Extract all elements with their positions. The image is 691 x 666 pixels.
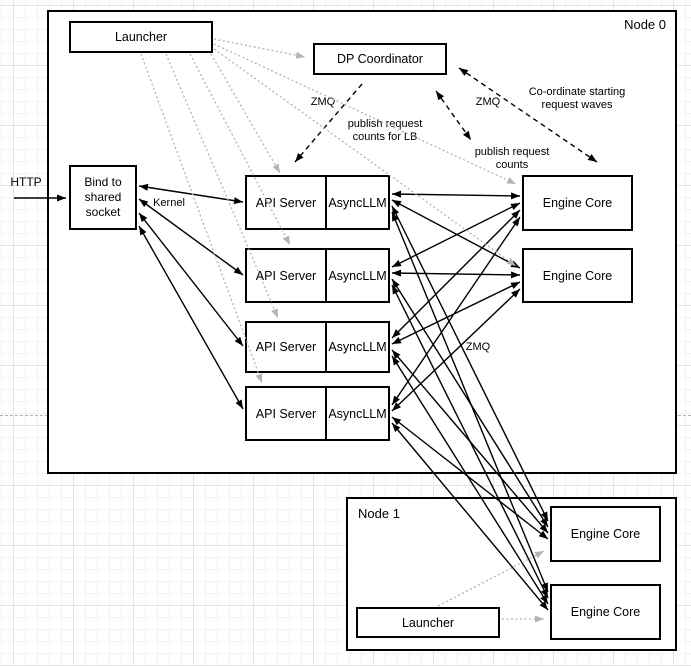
api-server-3: API Server — [255, 340, 317, 354]
api-server-row-2: API Server AsyncLLM — [245, 248, 390, 303]
engine-core-3-box: Engine Core — [550, 506, 661, 562]
api-server-1: API Server — [255, 195, 317, 210]
zmq-mid-label: ZMQ — [465, 341, 491, 353]
node1-label: Node 1 — [358, 506, 400, 521]
node0-label: Node 0 — [624, 17, 666, 32]
http-label: HTTP — [10, 175, 42, 189]
publish-lb-label: publish request counts for LB — [347, 118, 423, 143]
zmq-right-label: ZMQ — [475, 96, 501, 108]
dp-coordinator-box: DP Coordinator — [313, 43, 447, 75]
coordinate-label: Co-ordinate starting request waves — [528, 86, 626, 111]
asyncllm-2: AsyncLLM — [325, 250, 388, 301]
bind-shared-socket-box: Bind to shared socket — [69, 165, 137, 230]
engine-core-2-box: Engine Core — [522, 248, 633, 303]
api-server-row-3: API Server AsyncLLM — [245, 321, 390, 373]
api-server-4: API Server — [255, 406, 317, 421]
asyncllm-1: AsyncLLM — [325, 177, 388, 228]
zmq-left-label: ZMQ — [310, 96, 336, 108]
node1-launcher-box: Launcher — [356, 607, 500, 638]
engine-core-4-box: Engine Core — [550, 584, 661, 640]
api-server-row-4: API Server AsyncLLM — [245, 386, 390, 441]
api-server-2: API Server — [255, 268, 317, 283]
asyncllm-3: AsyncLLM — [325, 323, 388, 371]
node0-launcher-box: Launcher — [69, 21, 213, 53]
engine-core-1-box: Engine Core — [522, 175, 633, 231]
asyncllm-4: AsyncLLM — [325, 388, 388, 439]
kernel-label: Kernel — [153, 197, 185, 209]
api-server-row-1: API Server AsyncLLM — [245, 175, 390, 230]
publish-counts-label: publish request counts — [474, 146, 550, 171]
